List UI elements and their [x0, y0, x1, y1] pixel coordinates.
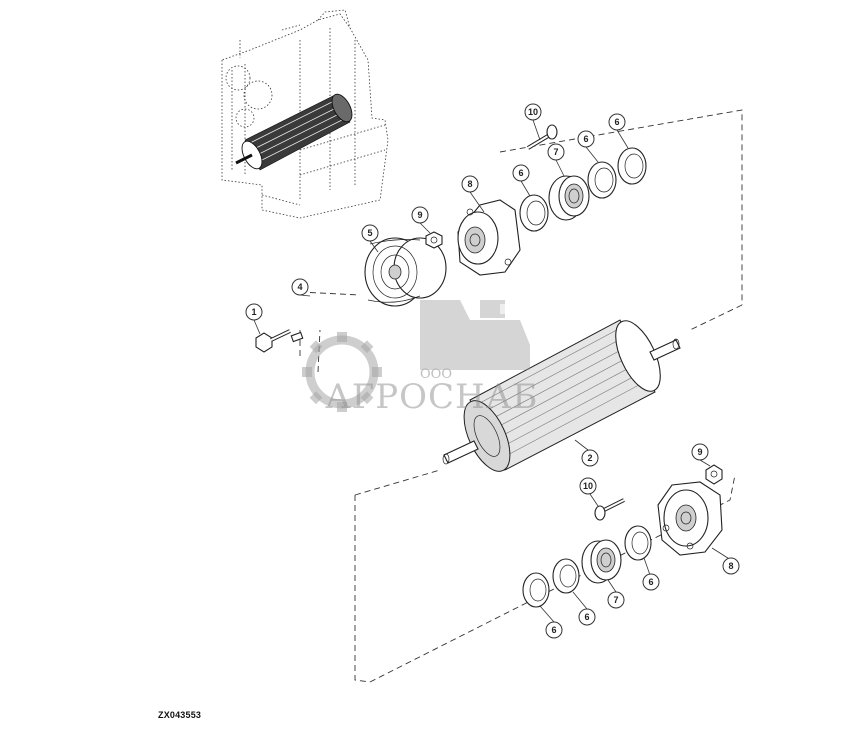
seal-ring-lower-1: [624, 525, 652, 561]
callout-7-lower: 7: [607, 591, 625, 609]
callout-label: 5: [367, 228, 372, 238]
bolt-part: [255, 329, 291, 353]
watermark-logo: ООО АГРОСНАБ: [302, 300, 538, 417]
nut-part-lower: [705, 464, 723, 485]
watermark-brand: АГРОСНАБ: [325, 377, 538, 417]
bearing-housing-lower: [657, 481, 723, 556]
callout-label: 6: [648, 577, 653, 587]
roller-part: [442, 319, 681, 472]
callout-label: 6: [551, 625, 556, 635]
callout-label: 9: [697, 447, 702, 457]
watermark-prefix: ООО: [420, 367, 452, 382]
callout-8-upper: 8: [461, 175, 479, 193]
callout-label: 10: [528, 107, 538, 117]
callout-label: 7: [553, 147, 558, 157]
callout-4: 4: [291, 278, 309, 296]
locator-inset-machine: [221, 9, 389, 219]
bearing-housing-upper: [457, 199, 521, 276]
callout-6-lower-b: 6: [578, 608, 596, 626]
watermark-gear-icon: [302, 332, 382, 412]
figure-id-label: ZX043553: [158, 710, 202, 720]
callout-label: 2: [587, 453, 592, 463]
callout-label: 9: [417, 210, 422, 220]
callout-8-lower: 8: [722, 557, 740, 575]
callout-label: 6: [614, 117, 619, 127]
pulley-part: [364, 237, 447, 307]
seal-ring-lower-3: [522, 572, 550, 608]
callout-2: 2: [581, 449, 599, 467]
callout-9-lower: 9: [691, 443, 709, 461]
callout-10-upper: 10: [524, 103, 542, 121]
callout-6-upper-c: 6: [512, 164, 530, 182]
callout-label: 6: [584, 612, 589, 622]
seal-ring-lower-2: [552, 558, 580, 594]
callout-6-upper-b: 6: [608, 113, 626, 131]
callout-label: 4: [297, 282, 302, 292]
callout-5: 5: [361, 224, 379, 242]
watermark-harvester-icon: [420, 300, 530, 370]
callout-label: 1: [251, 307, 256, 317]
callout-6-lower-a: 6: [642, 573, 660, 591]
callout-10-lower: 10: [579, 477, 597, 495]
seal-ring-upper-2: [587, 161, 617, 199]
inset-roller: [235, 93, 353, 171]
seal-ring-upper-3: [617, 147, 647, 185]
carriage-bolt-lower: [594, 498, 625, 521]
callout-6-lower-c: 6: [545, 621, 563, 639]
nut-part-upper: [425, 231, 443, 249]
carriage-bolt-upper: [526, 124, 558, 150]
bearing-lower: [581, 539, 622, 584]
callout-9-upper: 9: [411, 206, 429, 224]
callout-label: 8: [467, 179, 472, 189]
callout-label: 7: [613, 595, 618, 605]
seal-ring-upper-1: [519, 194, 549, 232]
callout-label: 8: [728, 561, 733, 571]
callout-leaders: [253, 119, 732, 623]
callout-label: 10: [583, 481, 593, 491]
callout-label: 6: [583, 134, 588, 144]
bearing-upper: [548, 175, 590, 221]
callout-1: 1: [245, 303, 263, 321]
key-part: [290, 331, 304, 343]
callout-6-upper-a: 6: [577, 130, 595, 148]
callout-7-upper: 7: [547, 143, 565, 161]
callout-label: 6: [518, 168, 523, 178]
